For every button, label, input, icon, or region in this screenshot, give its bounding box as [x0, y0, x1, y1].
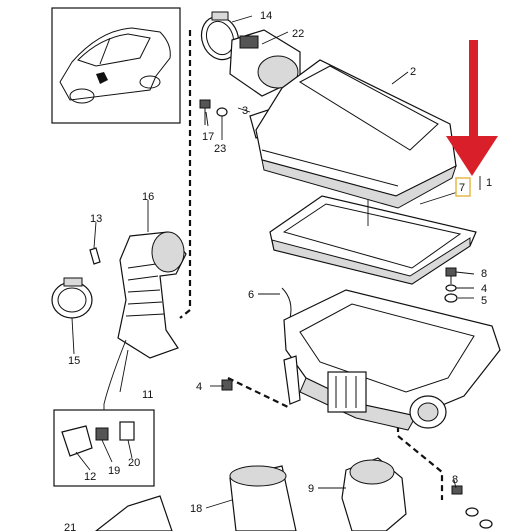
car-locator-icon	[59, 27, 171, 104]
callout-6: 6	[248, 289, 254, 301]
bolt-stack-upper	[444, 267, 458, 303]
part-22-sensor	[229, 29, 301, 97]
callout-1: 1	[486, 177, 492, 189]
callout-14: 14	[260, 10, 272, 22]
part-16-hose	[117, 231, 187, 359]
callout-3: 3	[242, 105, 248, 117]
callout-22: 22	[292, 28, 304, 40]
part-1-lower-housing	[283, 289, 501, 431]
part-2-upper-housing	[255, 59, 457, 209]
callout-9: 9	[308, 483, 314, 495]
part-7-filter	[269, 195, 477, 285]
sensor-inset	[53, 409, 155, 487]
callout-7: 7	[459, 182, 465, 194]
dashed-line-lower	[227, 377, 291, 409]
callout-18: 18	[190, 503, 202, 515]
callout-4-upper: 4	[481, 283, 487, 295]
part-15-clamp	[51, 277, 93, 319]
callout-19: 19	[108, 465, 120, 477]
dashed-line-top	[179, 30, 192, 319]
callout-15: 15	[68, 355, 80, 367]
callout-2: 2	[410, 66, 416, 78]
leader-lines	[71, 15, 475, 509]
callout-4-left: 4	[196, 381, 202, 393]
highlight-box-7	[455, 177, 471, 197]
bolt-4-left	[221, 379, 233, 391]
callout-12: 12	[84, 471, 96, 483]
part-6-clip	[281, 287, 292, 319]
part-13-pin	[89, 247, 101, 265]
red-down-arrow-icon	[446, 40, 498, 176]
callout-8-upper: 8	[481, 268, 487, 280]
part-18-tube	[229, 465, 297, 531]
dashed-line-bottom	[397, 435, 444, 500]
part-9-elbow	[341, 457, 407, 531]
callout-8-lower: 8	[452, 474, 458, 486]
callout-5: 5	[481, 295, 487, 307]
callout-23: 23	[214, 143, 226, 155]
part-21	[95, 495, 173, 531]
callout-11: 11	[142, 389, 153, 401]
callout-13: 13	[90, 213, 102, 225]
part-11-wire	[103, 339, 127, 412]
callout-21: 21	[64, 522, 76, 531]
part-17-bolt	[199, 99, 211, 125]
part-23-washer	[216, 107, 228, 117]
bolt-stack-lower	[451, 485, 493, 529]
callout-20: 20	[128, 457, 140, 469]
callout-17: 17	[202, 131, 214, 143]
callout-16: 16	[142, 191, 154, 203]
part-14-clamp	[200, 11, 240, 61]
car-locator-inset	[51, 7, 181, 124]
